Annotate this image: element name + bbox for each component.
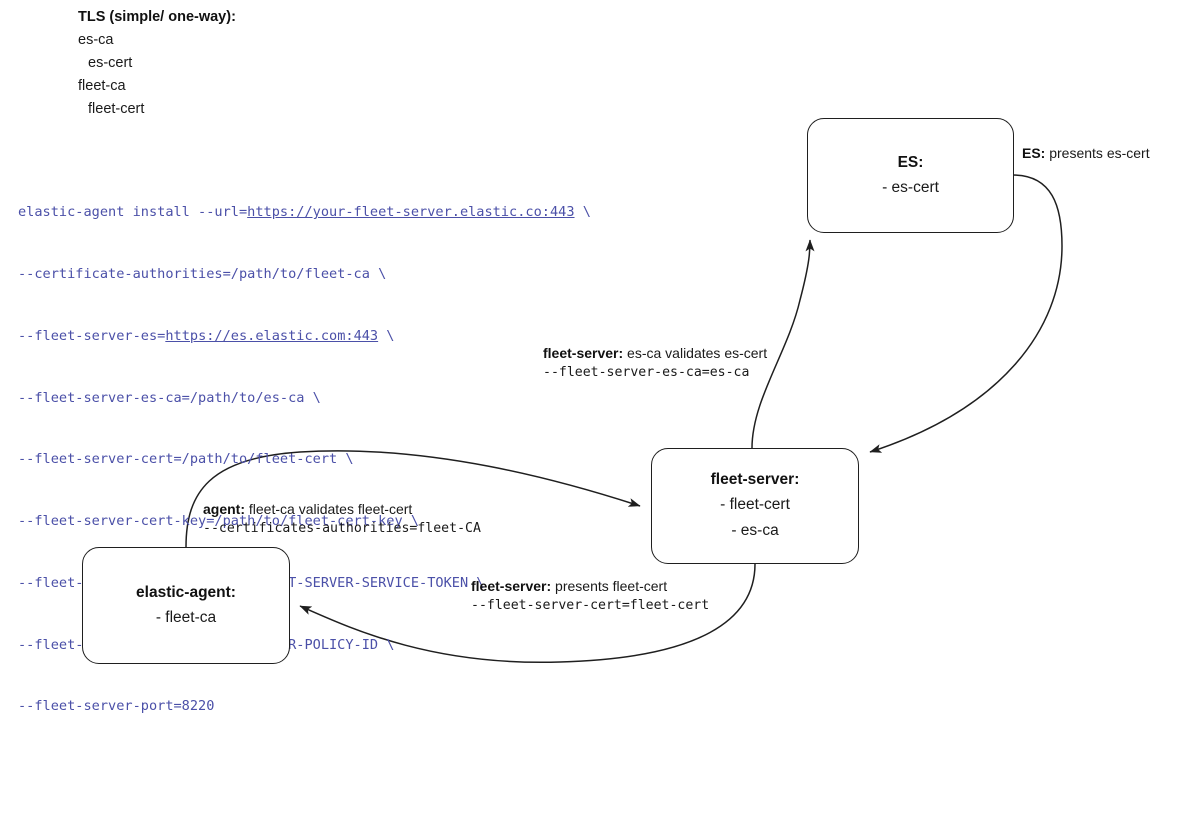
command-line-5-pre: --fleet-server-cert=/path/to/fleet-cert … [18,451,354,468]
command-line-3-post: \ [378,327,395,344]
tls-notes-line-es-ca: es-ca [78,32,114,48]
edge-label-fs-presents-detail: presents fleet-cert [551,578,668,594]
tls-notes-line-fleet-cert: fleet-cert [88,101,145,117]
tls-notes-line-fleet-ca: fleet-ca [78,78,126,94]
edge-label-fs-validates-detail: es-ca validates es-cert [623,345,768,361]
edge-label-agent-validates-flag: --certificates-authorities=fleet-CA [203,521,481,536]
node-elasticsearch[interactable]: ES: - es-cert [807,118,1014,233]
edge-label-fleet-server-validates-es-cert: fleet-server: es-ca validates es-cert --… [543,344,767,383]
command-line-4: --fleet-server-es-ca=/path/to/es-ca \ [18,388,591,409]
command-line-6: --fleet-server-cert-key=/path/to/fleet-c… [18,511,591,532]
edge-label-es-presents-actor: ES: [1022,145,1046,161]
node-fleet-server-title: fleet-server: [710,471,800,488]
edge-label-es-presents-text: ES: presents es-cert [1022,144,1150,163]
command-line-3: --fleet-server-es=https://es.elastic.com… [18,326,591,347]
edge-label-fs-validates-flag: --fleet-server-es-ca=es-ca [543,365,750,380]
node-elastic-agent-item-fleet-ca: - fleet-ca [155,608,217,626]
arrow-fleet-server-to-agent [299,563,756,664]
edge-label-agent-validates-detail: fleet-ca validates fleet-cert [245,501,413,517]
tls-notes-block: TLS (simple/ one-way): es-ca es-cert fle… [78,6,498,121]
node-elastic-agent[interactable]: elastic-agent: - fleet-ca [82,547,290,664]
arrow-agent-to-fleet-server [185,450,641,548]
edge-label-agent-validates-fleet-cert: agent: fleet-ca validates fleet-cert --c… [203,500,481,539]
command-line-5: --fleet-server-cert=/path/to/fleet-cert … [18,449,591,470]
command-line-2: --certificate-authorities=/path/to/fleet… [18,264,591,285]
node-fleet-server-item-fleet-cert: - fleet-cert [720,496,790,513]
command-line-2-pre: --certificate-authorities=/path/to/fleet… [18,265,387,282]
command-line-1-pre: elastic-agent install --url= [18,204,248,221]
fleet-server-url-link[interactable]: https://your-fleet-server.elastic.co:443 [247,204,575,221]
command-line-3-pre: --fleet-server-es= [18,327,166,344]
command-line-9-pre: --fleet-server-port=8220 [18,698,215,715]
edge-label-fleet-server-presents-fleet-cert: fleet-server: presents fleet-cert --flee… [471,577,709,616]
command-line-1: elastic-agent install --url=https://your… [18,202,591,223]
command-line-4-pre: --fleet-server-es-ca=/path/to/es-ca \ [18,389,321,406]
arrow-es-to-fleet-server [869,174,1063,453]
edge-label-es-presents-detail: presents es-cert [1045,145,1150,161]
command-line-9: --fleet-server-port=8220 [18,696,591,717]
edge-label-agent-validates-actor: agent: [203,501,245,517]
edge-label-fs-presents-flag: --fleet-server-cert=fleet-cert [471,598,710,613]
tls-notes-title: TLS (simple/ one-way): [78,9,236,25]
edge-label-fs-presents-text: fleet-server: presents fleet-cert [471,577,709,596]
node-fleet-server-item-es-ca: - es-ca [731,522,779,539]
edge-label-es-presents-es-cert: ES: presents es-cert [1022,144,1150,163]
node-fleet-server[interactable]: fleet-server: - fleet-cert - es-ca [651,448,859,564]
elasticsearch-url-link[interactable]: https://es.elastic.com:443 [165,327,379,344]
edge-label-fs-validates-text: fleet-server: es-ca validates es-cert [543,344,767,363]
node-elasticsearch-title: ES: [897,153,924,171]
tls-notes-line-es-cert: es-cert [88,55,133,71]
edge-label-fs-validates-actor: fleet-server: [543,345,624,361]
edge-label-agent-validates-text: agent: fleet-ca validates fleet-cert [203,500,481,519]
edge-label-fs-presents-actor: fleet-server: [471,578,552,594]
node-elastic-agent-title: elastic-agent: [136,583,236,601]
command-line-1-post: \ [574,204,591,221]
command-line-6-pre: --fleet-server-cert-key=/path/to/fleet-c… [18,513,420,530]
arrow-fleet-server-to-es [751,239,815,449]
node-elasticsearch-item-es-cert: - es-cert [882,178,939,196]
